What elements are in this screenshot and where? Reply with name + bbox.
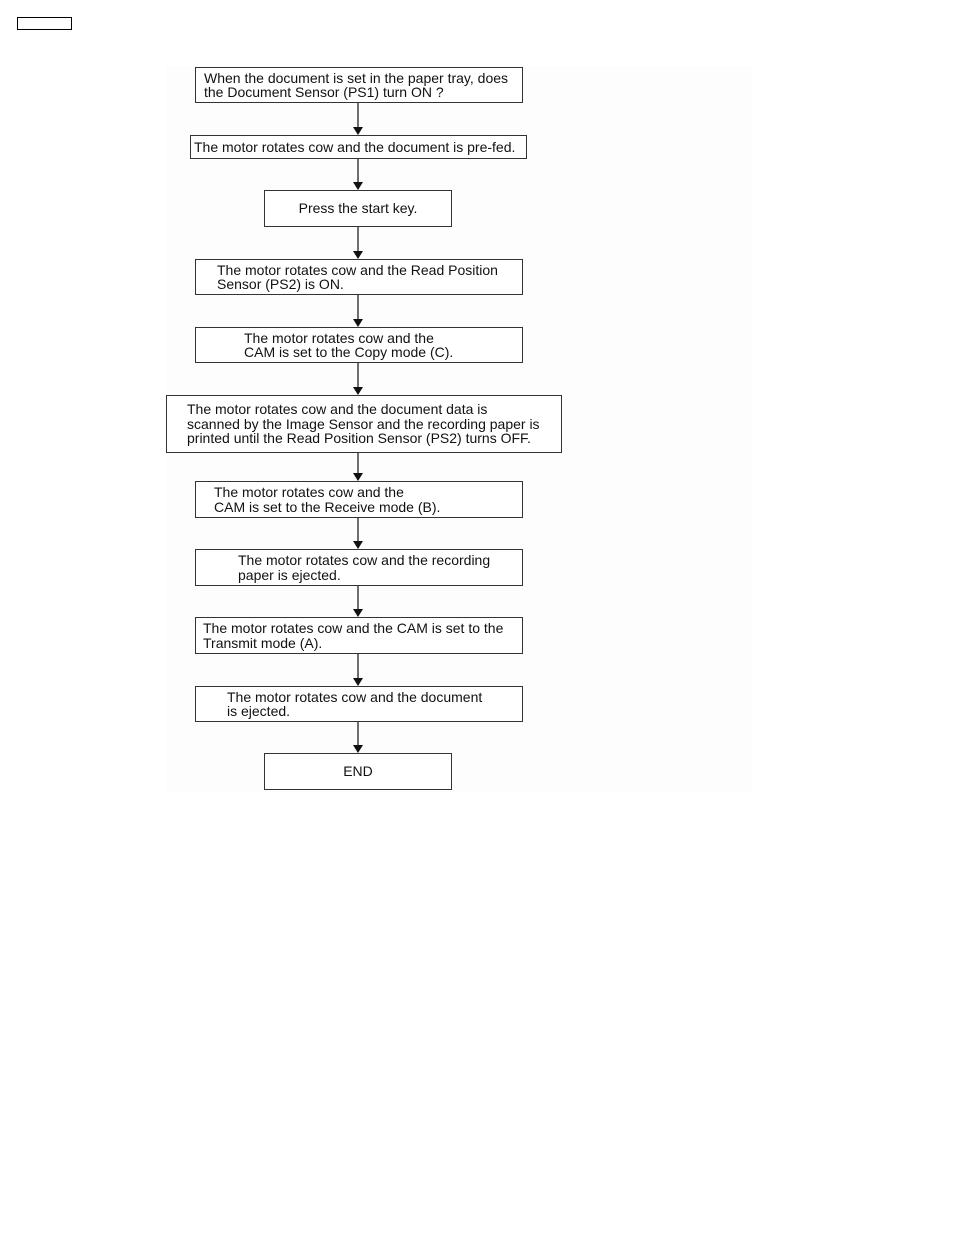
flow-step-text: Press the start key. xyxy=(298,200,418,217)
flow-step-copy-mode: The motor rotates cow and the CAM is set… xyxy=(195,327,523,363)
flow-step-prefeed: The motor rotates cow and the document i… xyxy=(190,135,527,159)
flow-step-document-sensor-check: When the document is set in the paper tr… xyxy=(195,67,523,103)
flow-step-press-start: Press the start key. xyxy=(264,190,452,227)
flow-step-text: The motor rotates cow and the CAM is set… xyxy=(214,484,441,515)
flow-step-text: When the document is set in the paper tr… xyxy=(204,69,509,100)
flow-step-text: The motor rotates cow and the document d… xyxy=(187,401,540,447)
flow-step-text: The motor rotates cow and the document i… xyxy=(194,138,516,155)
flow-step-read-position-on: The motor rotates cow and the Read Posit… xyxy=(195,259,523,295)
flow-step-text: END xyxy=(343,763,373,780)
flow-step-text: The motor rotates cow and the CAM is set… xyxy=(203,620,504,651)
flow-step-transmit-mode: The motor rotates cow and the CAM is set… xyxy=(195,617,523,654)
flow-step-eject-recording-paper: The motor rotates cow and the recording … xyxy=(195,549,523,586)
flow-step-scan-and-print: The motor rotates cow and the document d… xyxy=(166,395,562,453)
flow-step-text: The motor rotates cow and the recording … xyxy=(238,552,491,583)
flow-step-text: The motor rotates cow and the CAM is set… xyxy=(244,329,454,360)
flow-step-receive-mode: The motor rotates cow and the CAM is set… xyxy=(195,481,523,518)
flow-step-end: END xyxy=(264,753,452,790)
page-tag-box xyxy=(17,17,72,30)
flow-step-text: The motor rotates cow and the Read Posit… xyxy=(217,261,498,292)
flow-step-eject-document: The motor rotates cow and the document i… xyxy=(195,686,523,722)
flow-step-text: The motor rotates cow and the document i… xyxy=(227,688,483,719)
